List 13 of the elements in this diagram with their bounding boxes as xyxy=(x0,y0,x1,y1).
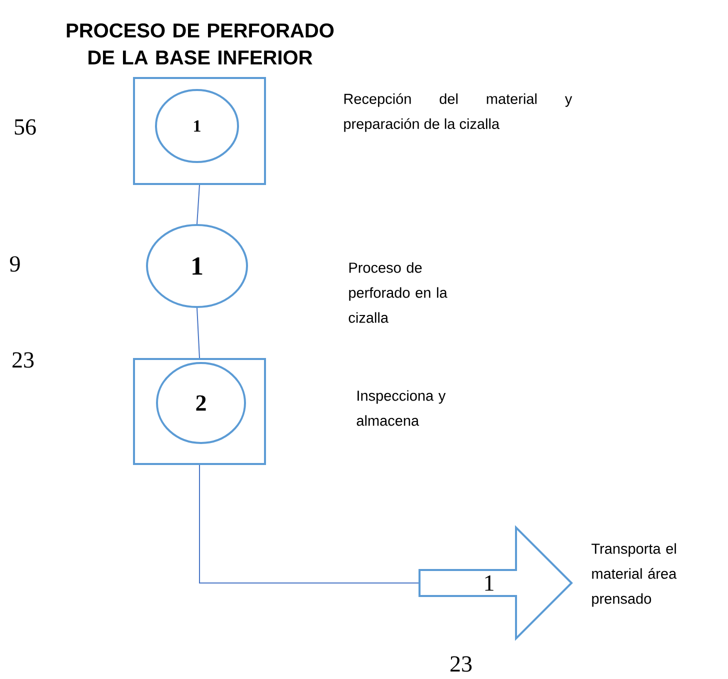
title: PROCESO DE PERFORADO DE LA BASE INFERIOR xyxy=(66,23,334,65)
connector-line xyxy=(196,184,200,224)
step-description: Proceso de perforado en la cizalla xyxy=(348,262,448,323)
process-box xyxy=(133,77,266,185)
step-description: Transporta el material área prensado xyxy=(592,543,677,607)
connector-line xyxy=(196,308,200,358)
process-box xyxy=(133,358,266,465)
time-value: 9 xyxy=(10,256,20,272)
connector-line xyxy=(199,464,419,584)
step-description: Recepción del material y preparación de la cizalla xyxy=(344,93,572,132)
time-value: 23 xyxy=(12,352,34,368)
time-value: 56 xyxy=(14,119,36,135)
step-description: Inspecciona y almacena xyxy=(356,390,446,426)
